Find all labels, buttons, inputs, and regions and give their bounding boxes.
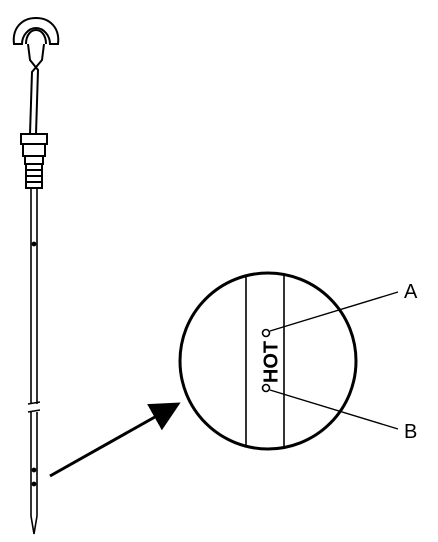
callout-b-leader xyxy=(269,389,399,430)
callout-label-b: B xyxy=(404,421,417,443)
magnify-pointer-arrow xyxy=(49,402,181,478)
hot-marking-text: HOT xyxy=(260,341,282,383)
upper-mark-hole xyxy=(261,328,271,338)
dipstick-handle xyxy=(12,16,60,135)
callout-a-leader xyxy=(269,291,399,332)
magnified-view: HOT xyxy=(178,271,358,451)
dipstick-shaft xyxy=(27,188,41,535)
callout-label-a: A xyxy=(404,281,418,303)
dipstick-grip xyxy=(20,133,48,189)
lower-mark-hole xyxy=(261,383,271,393)
